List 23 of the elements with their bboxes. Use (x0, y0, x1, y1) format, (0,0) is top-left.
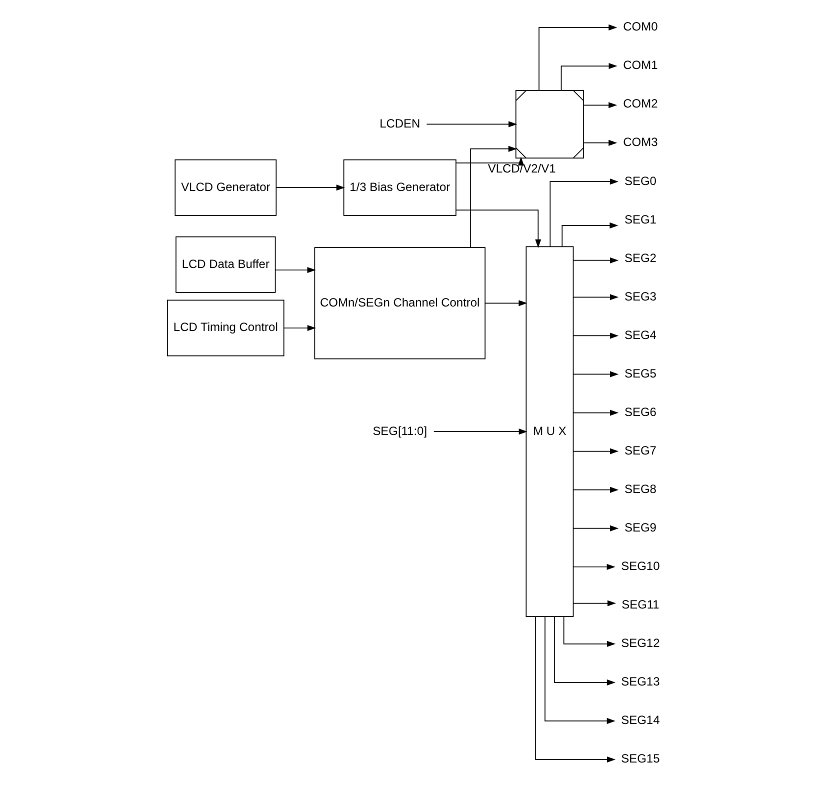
node-text: SEG14 (621, 713, 660, 728)
node-text: SEG15 (621, 752, 660, 766)
node-text: COM2 (623, 96, 658, 111)
node-text: SEG12 (621, 636, 660, 650)
node-text: SEG[11:0] (372, 424, 428, 438)
node-text: COM0 (623, 20, 658, 34)
node-text: LCDEN (380, 116, 420, 130)
node-text: SEG1 (624, 212, 656, 226)
node-text: SEG13 (621, 674, 660, 689)
node-text: SEG9 (624, 520, 656, 535)
node-text: SEG7 (624, 443, 656, 458)
node-text: COM3 (623, 135, 658, 150)
node-text: SEG11 (622, 598, 660, 612)
node-text: SEG3 (624, 289, 656, 304)
node-text: SEG2 (624, 250, 656, 265)
node-text: SEG0 (624, 174, 656, 188)
node-text: SEG6 (624, 404, 656, 419)
node-text: SEG10 (621, 559, 660, 574)
node-text: SEG5 (624, 366, 656, 380)
node-text: SEG8 (624, 482, 656, 496)
edge-label: VLCD/V2/V1 (488, 162, 556, 176)
node-text: COM1 (623, 58, 658, 72)
node-text: SEG4 (624, 328, 656, 342)
